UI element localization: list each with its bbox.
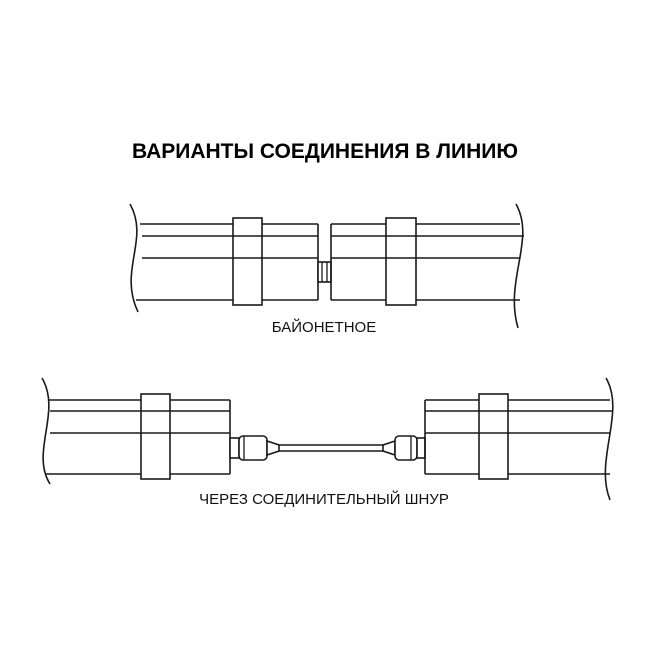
left-cord-plug	[229, 435, 280, 461]
bayonet-caption: БАЙОНЕТНОЕ	[272, 318, 376, 336]
right-lamp-body	[424, 377, 614, 501]
cord-caption: ЧЕРЕЗ СОЕДИНИТЕЛЬНЫЙ ШНУР	[199, 490, 449, 508]
left-mounting-clamp	[232, 217, 263, 306]
left-mounting-clamp	[140, 393, 171, 480]
connection-cord	[279, 444, 383, 452]
right-mounting-clamp	[478, 393, 509, 480]
bayonet-joint	[317, 261, 332, 283]
cord-connection-illustration	[41, 377, 614, 501]
diagram-title: ВАРИАНТЫ СОЕДИНЕНИЯ В ЛИНИЮ	[132, 140, 518, 163]
right-lamp-body	[330, 203, 524, 329]
bayonet-connection-illustration	[129, 203, 524, 329]
left-lamp-body	[129, 203, 319, 313]
right-mounting-clamp	[385, 217, 417, 306]
left-lamp-body	[41, 377, 231, 485]
right-cord-plug	[382, 435, 426, 461]
